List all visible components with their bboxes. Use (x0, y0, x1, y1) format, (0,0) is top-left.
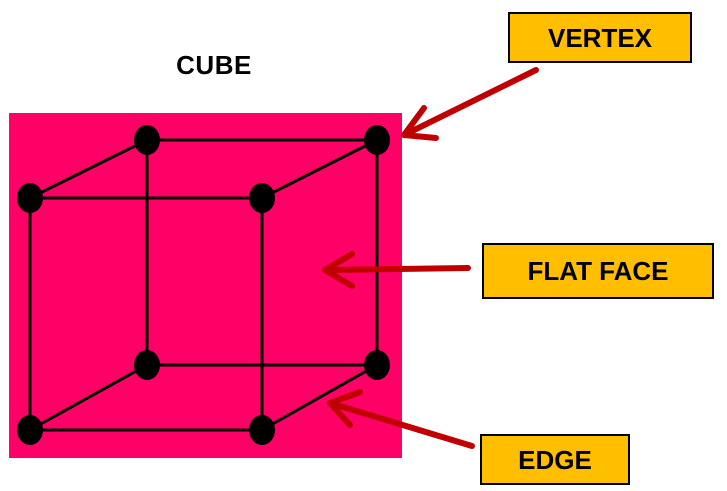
vertex-label: VERTEX (508, 12, 692, 63)
vertex-dot (17, 183, 43, 213)
vertex-dot (364, 350, 390, 380)
flat-face-label-text: FLAT FACE (527, 256, 669, 286)
cube-edge (261, 363, 378, 432)
cube-edge (29, 138, 148, 200)
vertex-dot (249, 183, 275, 213)
vertex-dot (134, 125, 160, 155)
vertex-dot (249, 415, 275, 445)
vertex-arrow (401, 67, 539, 141)
face-arrow (322, 251, 471, 289)
cube-edge (261, 138, 378, 200)
cube-edge (29, 363, 148, 432)
vertex-dot (17, 415, 43, 445)
cube-edges (28, 138, 379, 432)
pointer-arrows (322, 67, 539, 449)
vertex-dot (364, 125, 390, 155)
edge-arrow (327, 389, 475, 449)
vertex-label-text: VERTEX (547, 22, 653, 53)
vertex-dot (134, 350, 160, 380)
flat-face-label: FLAT FACE (482, 243, 714, 299)
cube-vertices (17, 125, 390, 445)
edge-label: EDGE (480, 434, 630, 485)
diagram-title: CUBE (176, 50, 252, 80)
edge-label-text: EDGE (518, 444, 592, 475)
